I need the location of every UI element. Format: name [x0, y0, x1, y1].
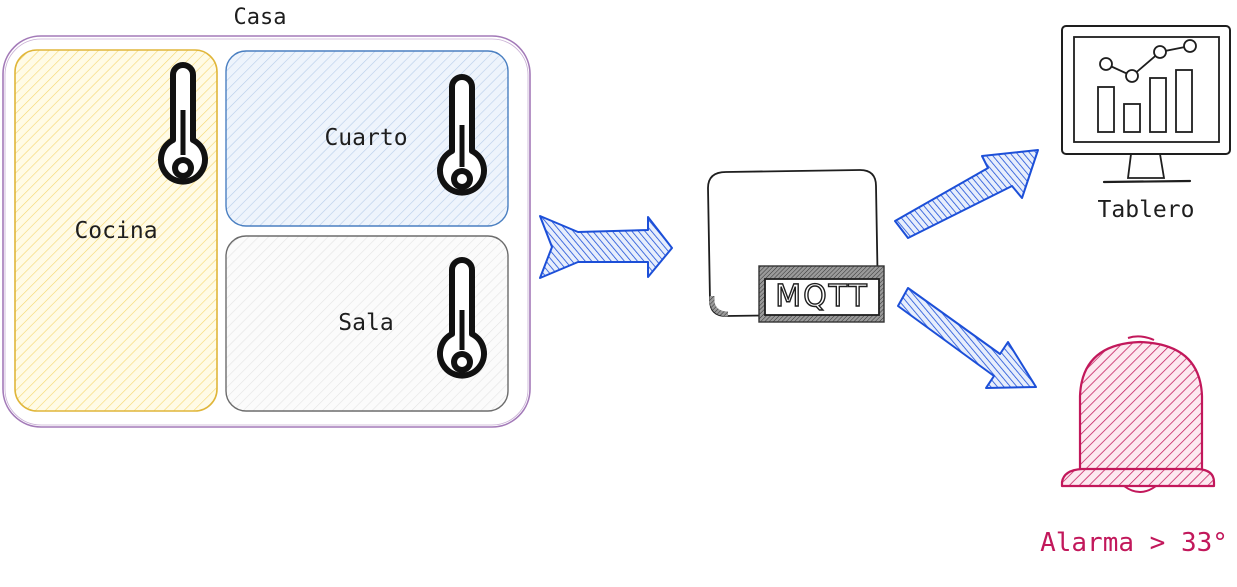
dashboard-label: Tablero — [1098, 197, 1195, 223]
room-cuarto-label: Cuarto — [324, 125, 407, 151]
alarm-label: Alarma > 33° — [1040, 528, 1228, 558]
arrow-up-right-icon — [894, 149, 1039, 239]
room-cocina-label: Cocina — [74, 218, 157, 244]
house-border — [2, 35, 531, 428]
monitor-chart-icon — [1061, 25, 1231, 184]
mqtt-label: MQTT — [775, 279, 869, 314]
mqtt-broker: MQTT — [707, 169, 885, 323]
thermometer-icon — [437, 74, 487, 196]
house-container: Casa — [2, 5, 531, 428]
house-label: Casa — [234, 5, 287, 30]
room-sala: Sala — [225, 235, 509, 412]
arrow-house-to-broker — [539, 215, 673, 279]
room-sala-area — [225, 235, 509, 412]
room-cocina: Cocina — [14, 49, 218, 412]
dashboard: Tablero — [1061, 25, 1231, 223]
bell-icon — [1060, 335, 1216, 493]
arrow-broker-to-alarm — [897, 287, 1037, 389]
room-cuarto: Cuarto — [225, 50, 509, 227]
alarm: Alarma > 33° — [1040, 335, 1228, 558]
arrow-broker-to-dashboard — [894, 149, 1039, 239]
thermometer-icon — [437, 257, 487, 379]
arrow-down-right-icon — [897, 287, 1037, 389]
room-sala-label: Sala — [338, 310, 393, 336]
arrow-right-icon — [539, 215, 673, 279]
thermometer-icon — [158, 62, 208, 185]
room-cocina-area — [14, 49, 218, 412]
room-cuarto-area — [225, 50, 509, 227]
